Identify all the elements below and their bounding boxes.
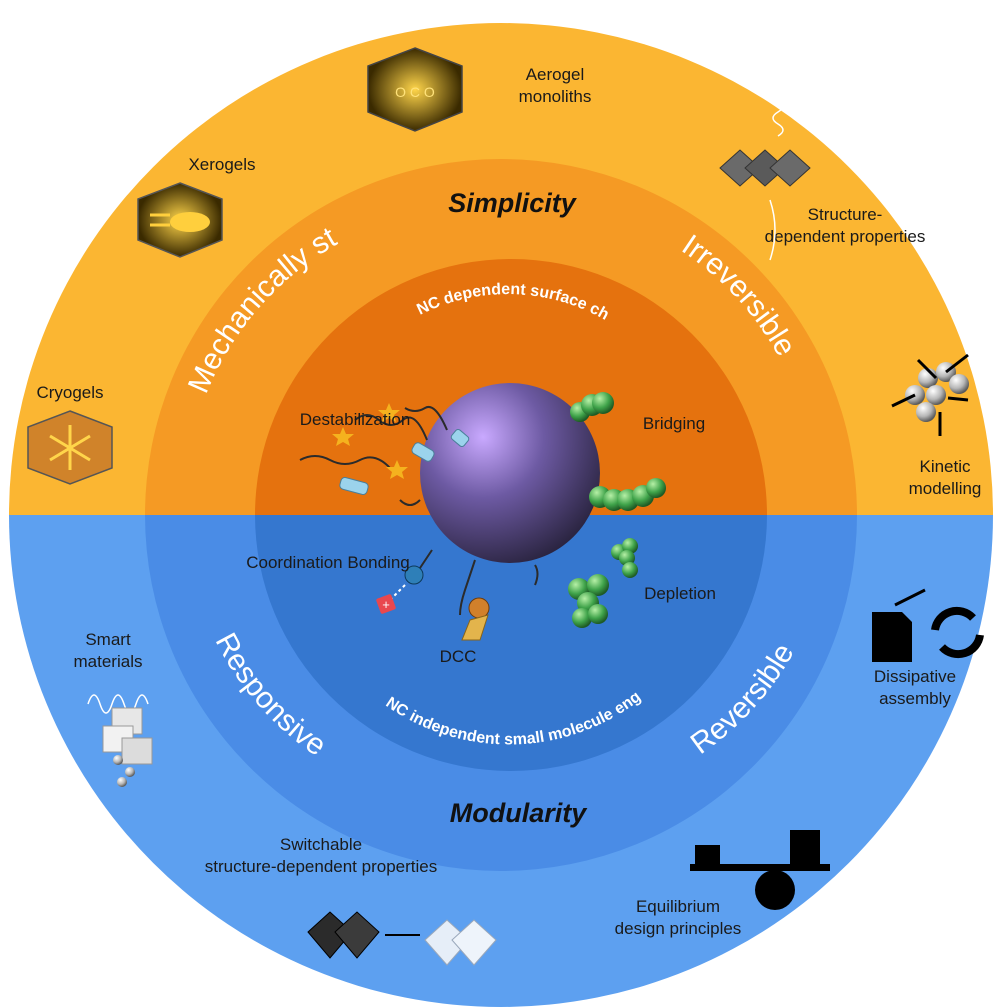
label-depletion: Depletion (644, 584, 716, 603)
octahedra-switch-icon (307, 911, 497, 966)
label-bridging: Bridging (643, 414, 705, 433)
fuel-can-icon (872, 588, 926, 662)
ligand-anchor-groups (339, 428, 470, 496)
label-dcc: DCC (440, 647, 477, 666)
label-xerogels: Xerogels (188, 155, 255, 174)
octahedra-chain-icon (719, 99, 811, 261)
heading-modularity: Modularity (450, 798, 588, 828)
label-coordination: Coordination Bonding (246, 553, 410, 572)
aerogel-molecule-text: O C O (395, 84, 435, 100)
depletion-clusters (568, 538, 638, 628)
heading-simplicity: Simplicity (448, 188, 578, 218)
destabilization-stars (332, 403, 408, 479)
ligand-chains (299, 406, 539, 616)
recycle-arrows-icon (931, 606, 984, 659)
particle-cluster-icon (891, 353, 969, 436)
label-cryogels: Cryogels (36, 383, 103, 402)
inner-ring-bottom (255, 515, 767, 771)
smart-cubes-icon (87, 694, 153, 787)
nanocrystal-sphere (420, 383, 600, 563)
label-coordination-text: Coordination Bonding (246, 553, 410, 572)
dcc-ligand (461, 597, 490, 641)
coordination-ligand: + (376, 565, 424, 614)
balance-seesaw-icon (690, 830, 830, 910)
label-destabilization: Destabilization (300, 410, 411, 429)
aerogel-hexagon-icon: O C O (367, 47, 463, 132)
svg-text:+: + (382, 597, 390, 612)
cryogel-snowflake-icon (27, 410, 113, 485)
xerogel-hexagon-icon (137, 182, 223, 258)
bridging-chains (570, 392, 666, 511)
label-structure-dependent: Structure-dependent properties (765, 205, 926, 246)
